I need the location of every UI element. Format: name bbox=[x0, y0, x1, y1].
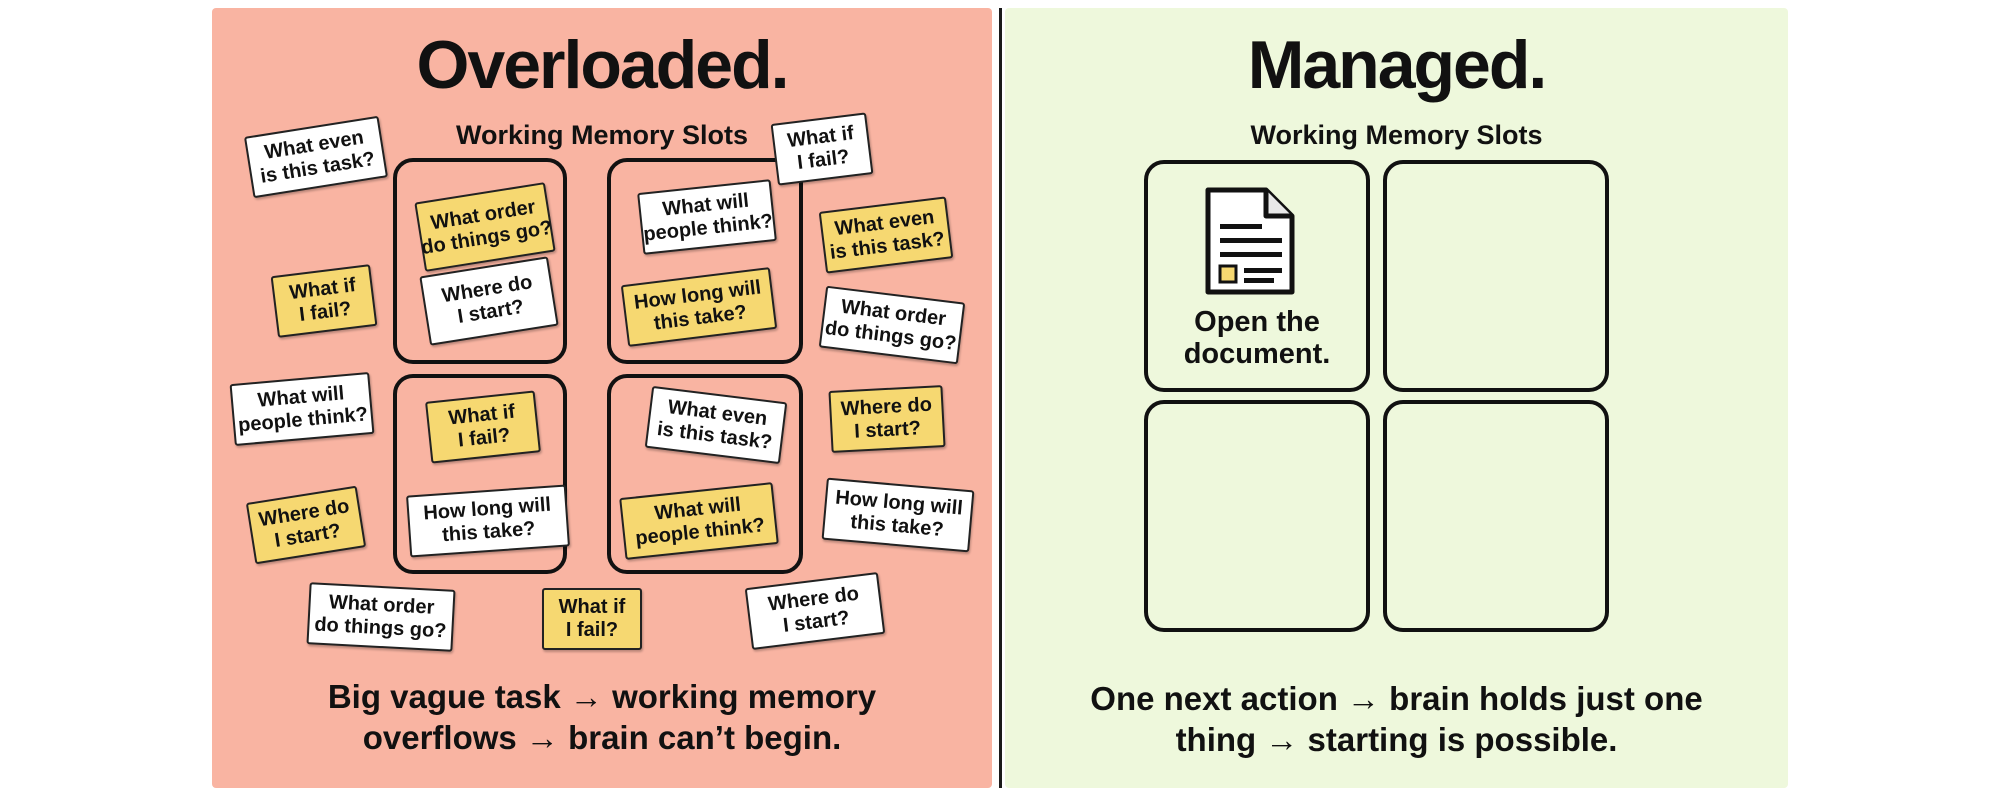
thought-note-line: What if bbox=[558, 596, 626, 618]
thought-note-line: I fail? bbox=[565, 619, 619, 641]
managed-caption: One next action → brain holds just one t… bbox=[1005, 678, 1788, 760]
thought-note-line: I start? bbox=[853, 417, 922, 443]
memory-slot-2 bbox=[607, 158, 803, 364]
overloaded-caption-line-1: Big vague task → working memory bbox=[327, 678, 877, 715]
memory-slot-active: Open the document. bbox=[1144, 160, 1370, 392]
memory-slot-3 bbox=[393, 374, 567, 574]
overloaded-caption-line-2: overflows → brain can’t begin. bbox=[362, 719, 842, 756]
thought-note-line: I fail? bbox=[298, 297, 353, 327]
managed-caption-line-1: One next action → brain holds just one bbox=[1090, 680, 1703, 717]
memory-slot-empty-2 bbox=[1144, 400, 1370, 632]
memory-slot-empty-1 bbox=[1383, 160, 1609, 392]
thought-note-line: people think? bbox=[237, 403, 369, 437]
overloaded-slots-title: Working Memory Slots bbox=[455, 120, 749, 150]
thought-note-line: I fail? bbox=[796, 145, 851, 175]
managed-panel: Managed. Working Memory Slots Open the d… bbox=[1005, 8, 1788, 788]
document-icon bbox=[1205, 187, 1295, 295]
overloaded-panel: Overloaded. Working Memory Slots What ev… bbox=[212, 8, 992, 788]
overloaded-caption: Big vague task → working memory overflow… bbox=[212, 676, 992, 758]
panel-divider bbox=[999, 8, 1002, 788]
memory-slot-4 bbox=[607, 374, 803, 574]
memory-slot-1 bbox=[393, 158, 567, 364]
overloaded-heading: Overloaded. bbox=[416, 27, 789, 103]
managed-slots-title: Working Memory Slots bbox=[1250, 120, 1543, 150]
next-action-line-1: Open the bbox=[1194, 306, 1320, 338]
thought-note-line: I fail? bbox=[457, 424, 512, 452]
memory-slot-empty-3 bbox=[1383, 400, 1609, 632]
managed-caption-line-2: thing → starting is possible. bbox=[1175, 721, 1618, 758]
next-action-label: Open the document. bbox=[1148, 306, 1366, 370]
managed-heading: Managed. bbox=[1247, 27, 1548, 103]
next-action-line-2: document. bbox=[1183, 338, 1331, 370]
